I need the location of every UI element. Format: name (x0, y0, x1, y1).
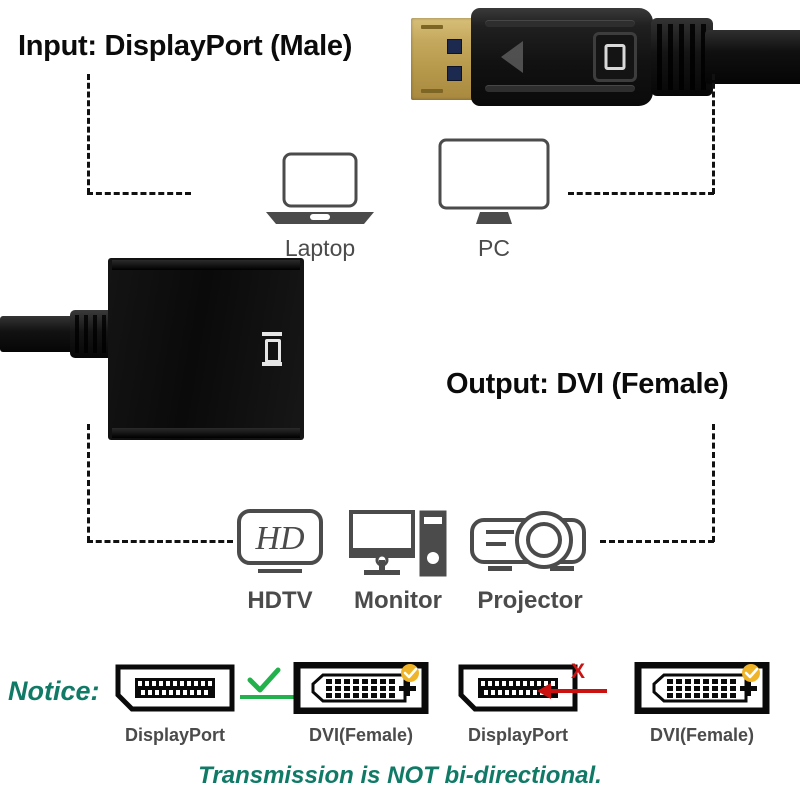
svg-text:HD: HD (254, 520, 305, 557)
projector-icon (470, 511, 586, 571)
lower-bracket-bottom-left (87, 540, 233, 543)
device-caption: PC (478, 235, 510, 261)
device-monitor: Monitor (348, 508, 448, 615)
displayport-arrow-marking (501, 41, 523, 73)
pc-monitor-icon (438, 138, 550, 224)
lower-bracket-right (712, 424, 715, 542)
displayport-logo-icon (593, 32, 637, 82)
upper-bracket-right (712, 74, 715, 194)
adapter-body (108, 258, 304, 440)
port-dvi-1: DVI(Female) (293, 661, 429, 746)
adapter-cable (0, 316, 78, 352)
dvi-female-port-icon (634, 661, 770, 715)
blocked-mark: X (571, 660, 586, 683)
device-laptop: Laptop (258, 150, 382, 262)
lower-bracket-bottom-right (600, 540, 714, 543)
dvi-female-port-icon (293, 661, 429, 715)
displayport-shell (471, 8, 653, 106)
monitor-tower-icon (349, 510, 447, 577)
notice-label: Notice: (8, 676, 100, 706)
device-projector: Projector (468, 508, 592, 615)
adapter-bottom-lip (112, 428, 300, 438)
displayport-male-connector (405, 2, 800, 110)
port-caption: DVI(Female) (649, 725, 755, 745)
upper-bracket-left (87, 74, 90, 194)
dvi-female-adapter (0, 258, 310, 440)
upper-bracket-bottom-left (87, 192, 191, 195)
device-caption: Projector (477, 587, 583, 614)
port-caption: DVI(Female) (308, 725, 414, 745)
device-caption: Monitor (354, 587, 442, 614)
port-displayport-1: DisplayPort (113, 662, 237, 746)
lower-bracket-left (87, 424, 90, 542)
displayport-port-icon (115, 664, 235, 712)
device-caption: Laptop (284, 235, 356, 261)
device-pc: PC (432, 136, 556, 262)
port-displayport-2: DisplayPort (456, 662, 580, 746)
device-hdtv: HD HDTV (232, 508, 328, 615)
upper-bracket-bottom-right (568, 192, 714, 195)
output-heading: Output: DVI (Female) (446, 368, 729, 400)
port-caption: DisplayPort (467, 725, 569, 745)
displayport-strain-relief (651, 18, 713, 96)
laptop-icon (266, 152, 374, 224)
hdtv-icon: HD (237, 509, 323, 573)
adapter-top-lip (112, 260, 300, 270)
displayport-cable (705, 30, 800, 84)
input-heading: Input: DisplayPort (Male) (18, 30, 353, 62)
port-caption: DisplayPort (124, 725, 226, 745)
port-dvi-2: DVI(Female) (634, 661, 770, 746)
red-reverse-arrow-icon (537, 683, 607, 699)
displayport-logo-icon (262, 332, 282, 366)
adapter-strain-relief (70, 310, 114, 358)
device-caption: HDTV (247, 587, 313, 614)
transmission-note: Transmission is NOT bi-directional. (198, 762, 602, 789)
